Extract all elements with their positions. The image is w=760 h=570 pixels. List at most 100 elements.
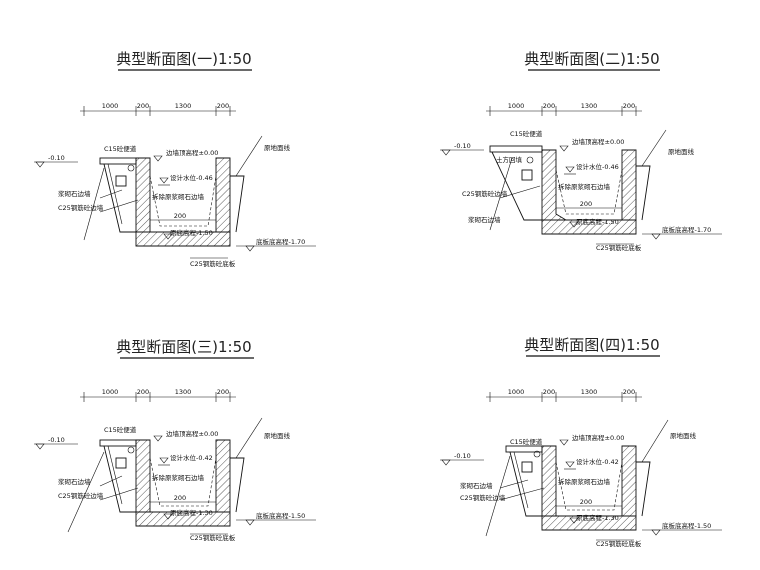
water-level-symbol xyxy=(159,177,169,184)
section-3: 典型断面图(三)1:50 1000 200 1300 200 xyxy=(34,338,316,542)
label-walkway: C15砼便道 xyxy=(510,437,543,446)
label-slab: C25钢筋砼底板 xyxy=(596,539,642,548)
label-slab: C25钢筋砼底板 xyxy=(190,259,236,268)
bottom-slab xyxy=(135,511,231,527)
dim-200-b: 200 xyxy=(623,388,635,396)
dim-1300: 1300 xyxy=(175,102,192,110)
dim-1000: 1000 xyxy=(102,388,119,396)
label-slab: C25钢筋砼底板 xyxy=(190,533,236,542)
walkway-slab xyxy=(489,145,543,153)
original-ground-line xyxy=(641,129,667,167)
drain-marker xyxy=(521,169,533,181)
pipe-symbol xyxy=(127,446,135,454)
label-wall-top: 边墙顶高程±0.00 xyxy=(166,429,218,438)
label-bottom-level: 原底高程-1.30 xyxy=(170,508,213,517)
demolished-wall xyxy=(555,169,623,215)
dim-200-a: 200 xyxy=(543,388,555,396)
dim-1300: 1300 xyxy=(581,388,598,396)
water-level-symbol xyxy=(565,461,575,468)
walkway-slab xyxy=(99,157,137,165)
dimension-line: 1000 200 1300 200 xyxy=(80,388,236,402)
dim-200-a: 200 xyxy=(137,388,149,396)
channel-structure: 200 xyxy=(34,135,316,259)
label-bottom-level: 原底高程-1.50 xyxy=(576,217,619,226)
walkway-slab xyxy=(99,439,137,447)
right-rubble-wall xyxy=(636,461,651,517)
channel-structure: 200 xyxy=(440,129,722,245)
bottom-slab xyxy=(541,219,637,235)
channel-structure: 200 xyxy=(34,417,316,535)
section-title: 典型断面图(一)1:50 xyxy=(116,50,251,68)
right-concrete-wall xyxy=(215,157,231,233)
label-walkway: C15砼便道 xyxy=(510,129,543,138)
left-concrete-wall xyxy=(135,439,151,513)
label-demolish: 拆除原浆砌石边墙 xyxy=(152,473,205,482)
label-wall-top: 边墙顶高程±0.00 xyxy=(572,137,624,146)
inner-dim: 200 xyxy=(580,200,592,208)
drain-marker xyxy=(115,457,127,469)
label-demolish: 拆除原浆砌石边墙 xyxy=(558,182,611,191)
label-slab-bottom: 底板底高程-1.70 xyxy=(256,237,305,246)
label-demolish: 拆除原浆砌石边墙 xyxy=(152,192,205,201)
section-title: 典型断面图(三)1:50 xyxy=(116,338,251,356)
pipe-symbol xyxy=(526,156,534,164)
right-concrete-wall xyxy=(621,149,637,221)
right-rubble-wall xyxy=(230,457,245,513)
channel-structure: 200 xyxy=(440,419,722,541)
rubble-wall-outline xyxy=(509,451,542,517)
level-symbol xyxy=(559,439,569,446)
dimension-line: 1000 200 1300 200 xyxy=(80,102,236,116)
label-bottom-level: 原底高程-1.50 xyxy=(170,228,213,237)
label-demolish: 拆除原浆砌石边墙 xyxy=(558,477,611,486)
dim-200-a: 200 xyxy=(543,102,555,110)
right-concrete-wall xyxy=(621,445,637,517)
label-rubble-wall: 浆砌石边墙 xyxy=(460,481,493,490)
label-concrete-wall: C25钢筋砼边墙 xyxy=(58,203,104,212)
dim-1300: 1300 xyxy=(175,388,192,396)
label-ground-left: -0.10 xyxy=(454,452,471,460)
label-concrete-wall: C25钢筋砼边墙 xyxy=(460,493,506,502)
dim-1300: 1300 xyxy=(581,102,598,110)
pipe-symbol xyxy=(533,450,541,458)
label-bottom-level: 原底高程-1.30 xyxy=(576,513,619,522)
right-concrete-wall xyxy=(215,439,231,513)
section-4: 典型断面图(四)1:50 1000 200 1300 200 xyxy=(440,336,722,548)
water-level-symbol xyxy=(159,457,169,464)
left-concrete-wall xyxy=(135,157,151,233)
level-symbol xyxy=(153,155,163,162)
drain-marker xyxy=(115,175,127,187)
dim-200-b: 200 xyxy=(217,102,229,110)
label-design-water: 设计水位-0.42 xyxy=(576,457,619,466)
label-ground-left: -0.10 xyxy=(48,154,65,162)
inner-dim: 200 xyxy=(174,212,186,220)
right-rubble-wall xyxy=(636,165,651,221)
dim-200-b: 200 xyxy=(217,388,229,396)
label-walkway: C15砼便道 xyxy=(104,425,137,434)
label-ground-left: -0.10 xyxy=(454,142,471,150)
label-wall-top: 边墙顶高程±0.00 xyxy=(572,433,624,442)
label-concrete-wall: C25钢筋砼边墙 xyxy=(58,491,104,500)
dim-1000: 1000 xyxy=(102,102,119,110)
drain-marker xyxy=(521,461,533,473)
label-slab-bottom: 底板底高程-1.70 xyxy=(662,225,711,234)
demolished-wall xyxy=(555,461,623,511)
inner-dim: 200 xyxy=(580,498,592,506)
level-symbol xyxy=(559,145,569,152)
label-original-ground: 原地面线 xyxy=(668,147,695,156)
dim-200-a: 200 xyxy=(137,102,149,110)
level-symbol xyxy=(153,435,163,442)
label-backfill: 土方回填 xyxy=(496,155,523,164)
inner-dim: 200 xyxy=(174,494,186,502)
original-ground-line xyxy=(641,419,669,463)
rubble-wall-outline xyxy=(103,445,136,513)
pipe-symbol xyxy=(127,164,135,172)
bottom-slab xyxy=(541,515,637,531)
rubble-wall-outline xyxy=(103,163,136,233)
label-slab-bottom: 底板底高程-1.50 xyxy=(256,511,305,520)
label-ground-left: -0.10 xyxy=(48,436,65,444)
left-concrete-wall xyxy=(541,445,557,517)
label-design-water: 设计水位-0.46 xyxy=(170,173,213,182)
label-original-ground: 原地面线 xyxy=(264,431,291,440)
original-ground-line xyxy=(235,417,263,459)
